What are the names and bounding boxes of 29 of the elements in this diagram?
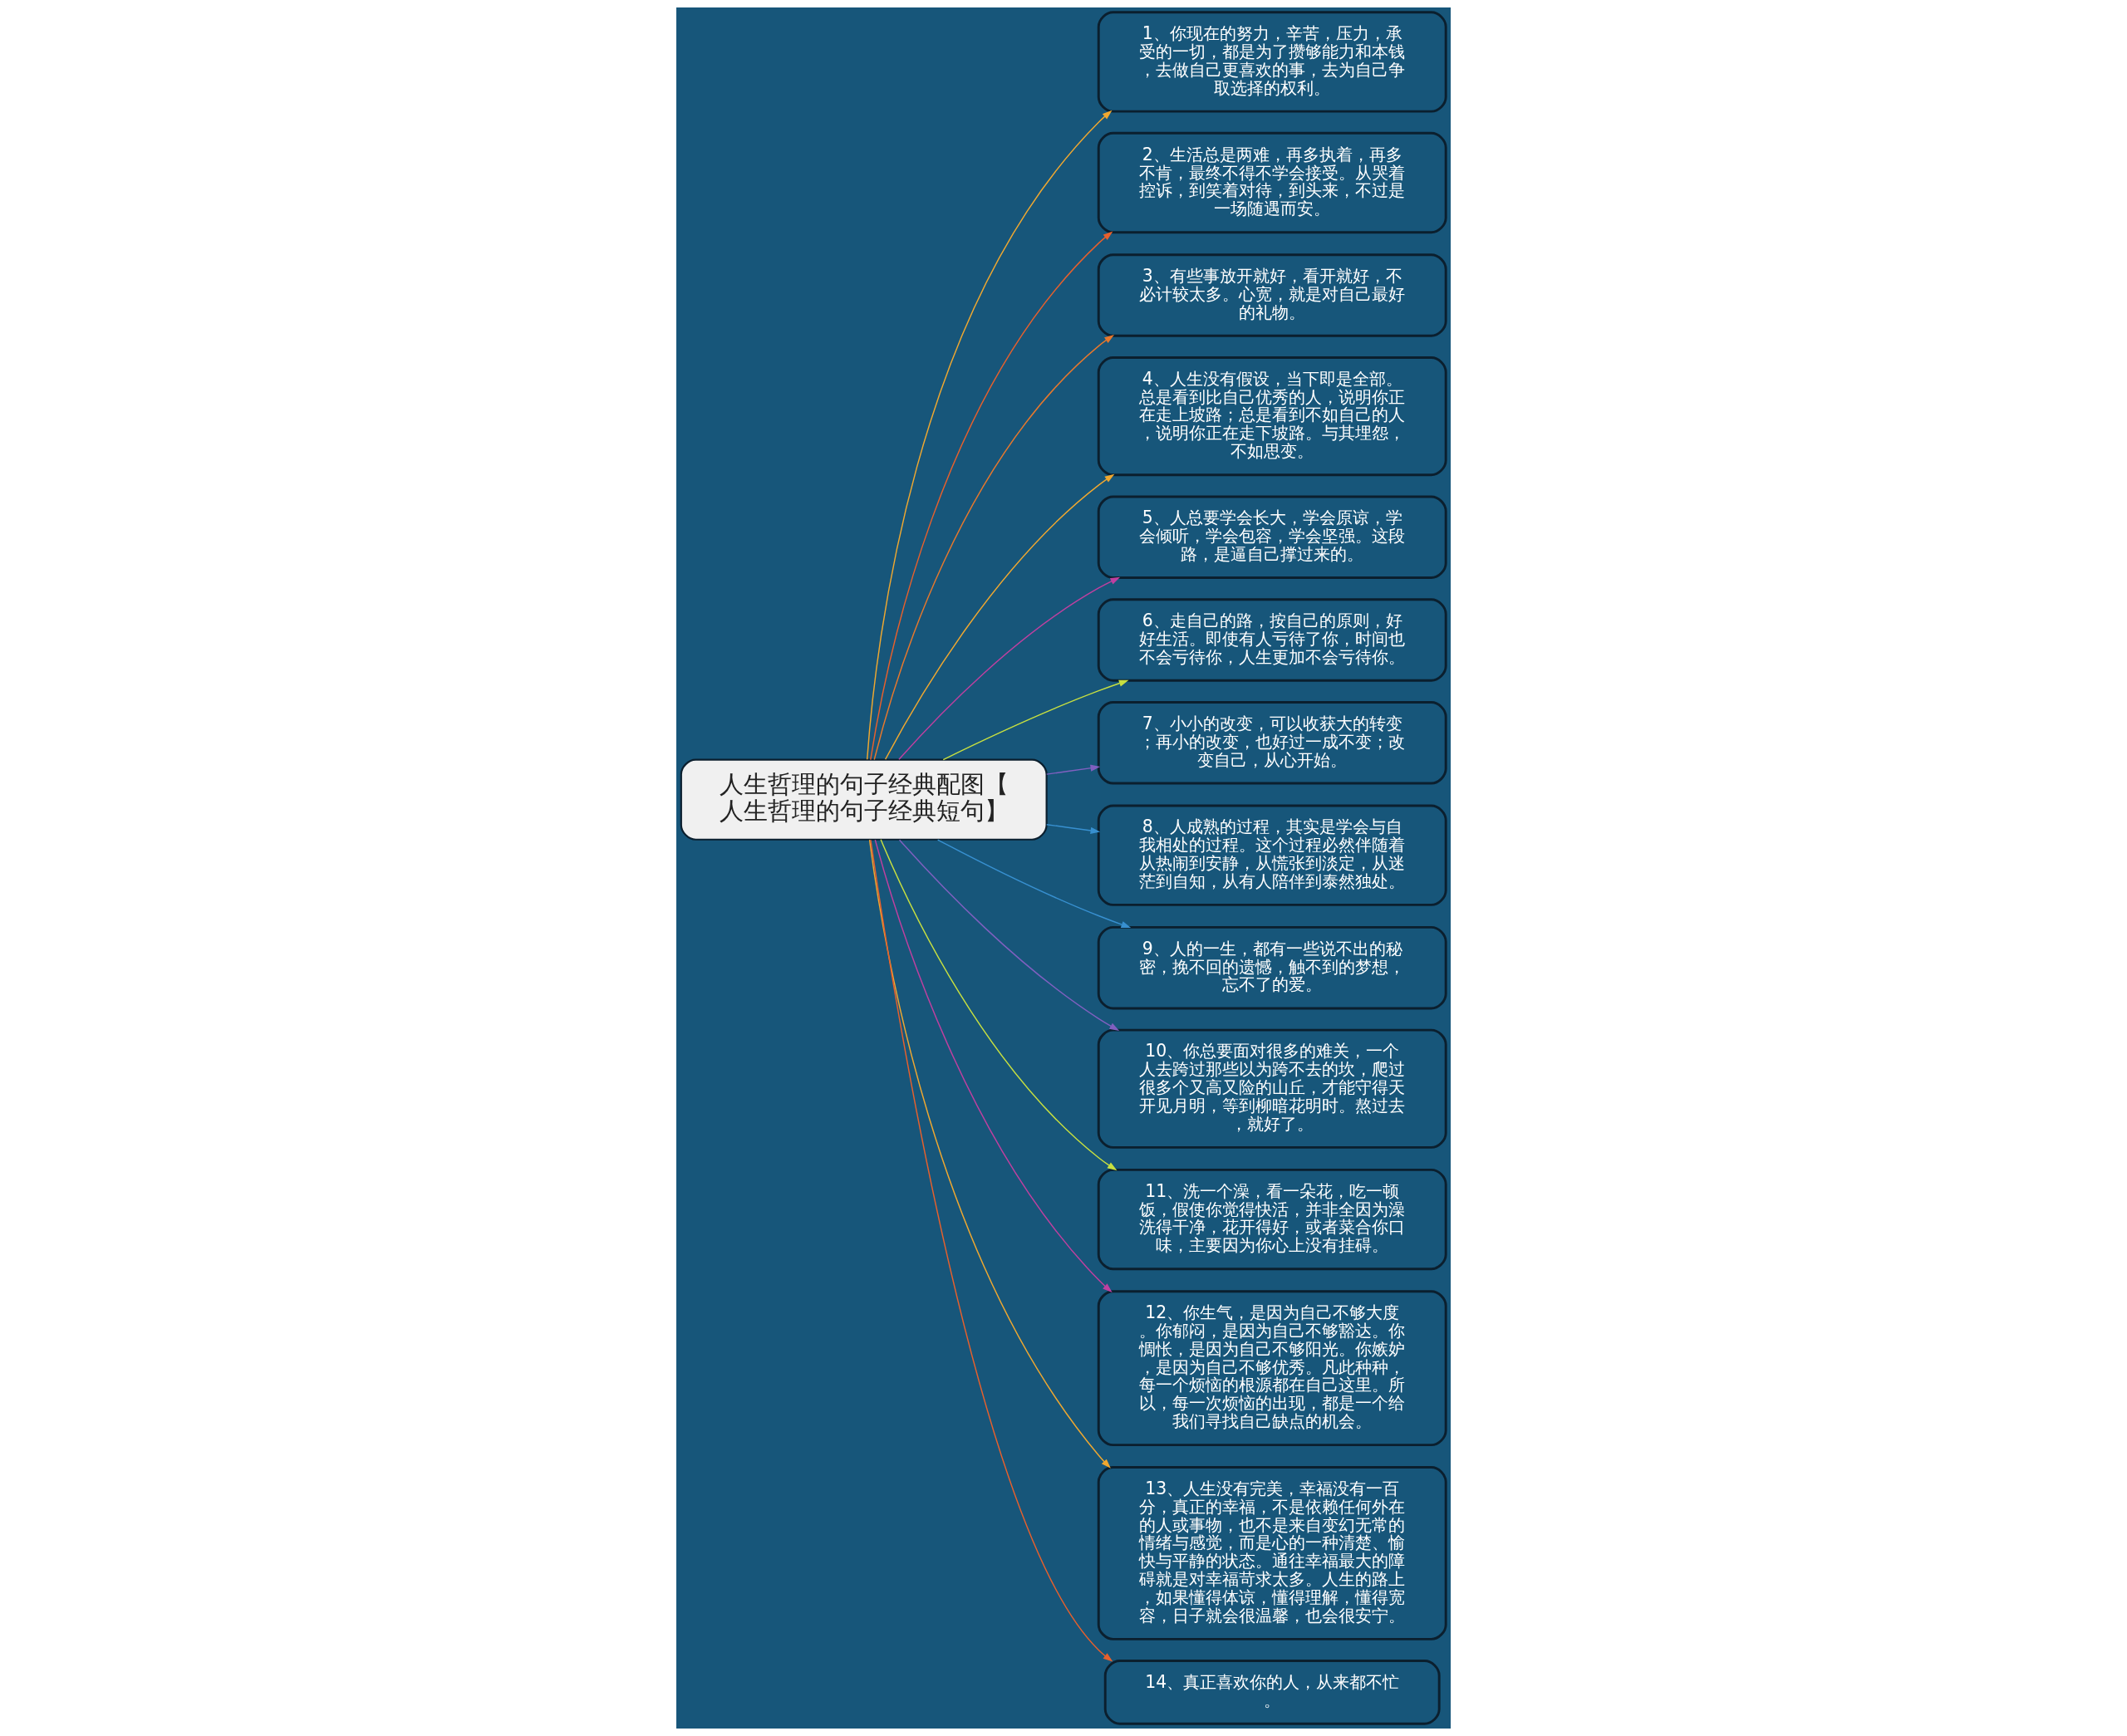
node-box: 7、小小的改变，可以收获大的转变；再小的改变，也好过一成不变；改变自己，从心开始。 bbox=[1097, 701, 1447, 785]
node-box: 13、人生没有完美，幸福没有一百分，真正的幸福，不是依赖任何外在的人或事物，也不是来自变幻无常的情绪与感觉，而是心的一种清楚、愉快与平静的状态。通往幸福最大的障碍就是对幸福苛求太多。人生的路上，如果懂得体谅，懂得理解，懂得宽容，日子就会很温馨，也会很安宁。 bbox=[1097, 1466, 1447, 1640]
node-box: 2、生活总是两难，再多执着，再多不肯，最终不得不学会接受。从哭着控诉，到笑着对待，到头来，不过是一场随遇而安。 bbox=[1097, 131, 1447, 234]
node-box: 3、有些事放开就好，看开就好，不必计较太多。心宽，就是对自己最好的礼物。 bbox=[1097, 253, 1447, 337]
node-box: 4、人生没有假设，当下即是全部。总是看到比自己优秀的人，说明你正在走上坡路；总是看到不如自己的人，说明你正在走下坡路。与其埋怨，不如思变。 bbox=[1097, 356, 1447, 477]
arrow bbox=[870, 231, 1113, 761]
arrow bbox=[873, 335, 1114, 761]
node-box: 14、真正喜欢你的人，从来都不忙。 bbox=[1103, 1660, 1441, 1725]
arrow bbox=[874, 839, 1113, 1293]
arrow bbox=[942, 679, 1129, 761]
arrow bbox=[870, 839, 1113, 1662]
arrow bbox=[1046, 823, 1101, 834]
node-box: 人生哲理的句子经典配图【人生哲理的句子经典短句】 bbox=[680, 758, 1048, 841]
arrow bbox=[1046, 764, 1101, 775]
arrow bbox=[866, 110, 1113, 761]
node-box: 1、你现在的努力，辛苦，压力，承受的一切，都是为了攒够能力和本钱，去做自己更喜欢的事，去为自己争取选择的权利。 bbox=[1097, 11, 1447, 113]
node-box: 8、人成熟的过程，其实是学会与自我相处的过程。这个过程必然伴随着从热闹到安静，从慌张到淡定，从迷茫到自知，从有人陪伴到泰然独处。 bbox=[1097, 804, 1447, 906]
arrow bbox=[880, 839, 1118, 1171]
node-box: 6、走自己的路，按自己的原则，好好生活。即使有人亏待了你，时间也不会亏待你，人生更加不会亏待你。 bbox=[1097, 598, 1447, 682]
arrow bbox=[868, 839, 1111, 1469]
node-box: 11、洗一个澡，看一朵花，吃一顿饭，假使你觉得快活，并非全因为澡洗得干净，花开得好，或者菜合你口味，主要因为你心上没有挂碍。 bbox=[1097, 1168, 1447, 1271]
arrow bbox=[898, 839, 1120, 1031]
node-box: 9、人的一生，都有一些说不出的秘密，挽不回的遗憾，触不到的梦想，忘不了的爱。 bbox=[1097, 925, 1447, 1010]
arrow bbox=[884, 473, 1115, 760]
node-box: 10、你总要面对很多的难关，一个人去跨过那些以为跨不去的坎，爬过很多个又高又险的山丘，才能守得天开见月明，等到柳暗花明时。熬过去，就好了。 bbox=[1097, 1028, 1447, 1149]
arrow bbox=[936, 839, 1132, 928]
node-box: 5、人总要学会长大，学会原谅，学会倾听，学会包容，学会坚强。这段路，是逼自己撑过来的。 bbox=[1097, 495, 1447, 579]
node-box: 12、你生气，是因为自己不够大度。你郁闷，是因为自己不够豁达。你惆怅，是因为自己不够阳光。你嫉妒，是因为自己不够优秀。凡此种种，每一个烦恼的根源都在自己这里。所以，每一次烦恼的出现，都是一个给我们寻找自己缺点的机会。 bbox=[1097, 1290, 1447, 1447]
arrow bbox=[898, 576, 1121, 761]
